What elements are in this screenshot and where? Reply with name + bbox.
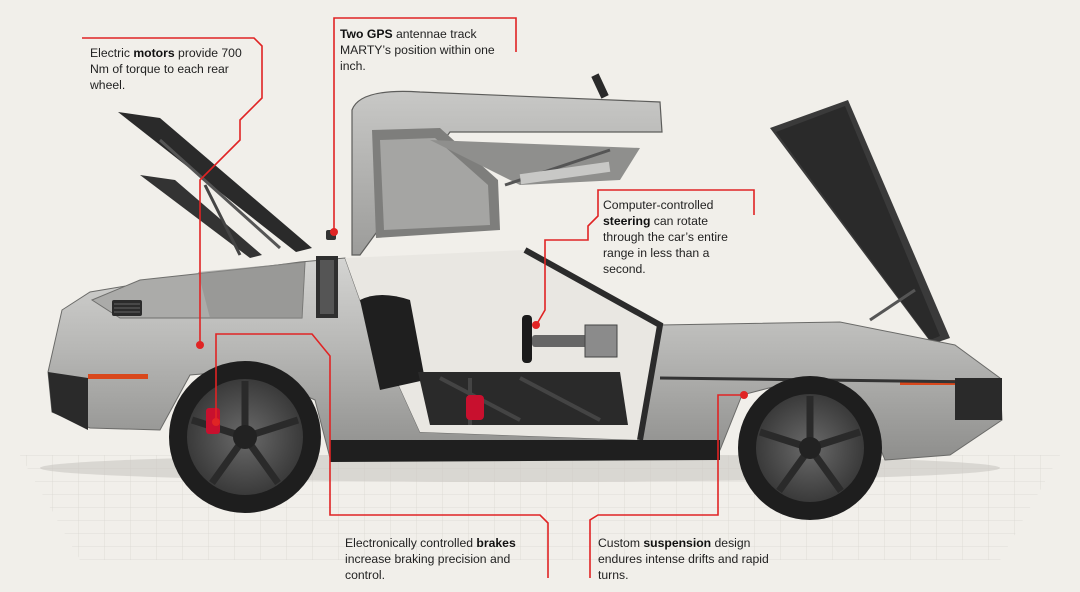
callout-gps: Two GPS antennae track MARTY’s position … xyxy=(340,26,512,74)
callout-steering-bold: steering xyxy=(603,214,651,228)
interior xyxy=(360,247,664,441)
front-hood xyxy=(770,100,950,344)
steering-dot xyxy=(532,321,540,329)
callout-motors-pre: Electric xyxy=(90,46,134,60)
callout-steering-post: can rotate through the car’s entire rang… xyxy=(603,214,728,276)
callout-steering-pre: Computer-controlled xyxy=(603,198,714,212)
steering-leader-line xyxy=(537,189,755,323)
motors-dot xyxy=(196,341,204,349)
motors-leader-line xyxy=(82,37,263,344)
gullwing-door xyxy=(351,73,663,256)
rear-hatch xyxy=(118,112,312,258)
delorean-car xyxy=(47,73,1003,520)
suspension-dot xyxy=(740,391,748,399)
callout-gps-bold: Two GPS xyxy=(340,27,393,41)
suspension-leader-line xyxy=(589,394,742,578)
callout-steering: Computer-controlled steering can rotate … xyxy=(603,197,745,277)
front-wheel xyxy=(738,376,882,520)
callout-brakes-pre: Electronically controlled xyxy=(345,536,477,550)
callout-gps-post: antennae track MARTY’s position within o… xyxy=(340,27,495,73)
brakes-dot xyxy=(212,418,220,426)
gps-leader-line xyxy=(333,17,517,230)
callout-leaders xyxy=(82,17,755,578)
callout-motors: Electric motors provide 700 Nm of torque… xyxy=(90,45,262,93)
callout-suspension-bold: suspension xyxy=(643,536,712,550)
callout-brakes-bold: brakes xyxy=(476,536,516,550)
callout-suspension-pre: Custom xyxy=(598,536,644,550)
callout-motors-bold: motors xyxy=(133,46,175,60)
rear-wheel xyxy=(169,361,321,513)
callout-suspension-post: design endures intense drifts and rapid … xyxy=(598,536,769,582)
callout-motors-post: provide 700 Nm of torque to each rear wh… xyxy=(90,46,242,92)
callout-dots xyxy=(196,228,748,426)
gps-dot xyxy=(330,228,338,236)
callout-suspension: Custom suspension design endures intense… xyxy=(598,535,782,583)
brakes-leader-line xyxy=(215,333,549,578)
callout-brakes: Electronically controlled brakes increas… xyxy=(345,535,541,583)
rear-quarter-louvers xyxy=(112,300,142,316)
callout-brakes-post: increase braking precision and control. xyxy=(345,552,511,582)
